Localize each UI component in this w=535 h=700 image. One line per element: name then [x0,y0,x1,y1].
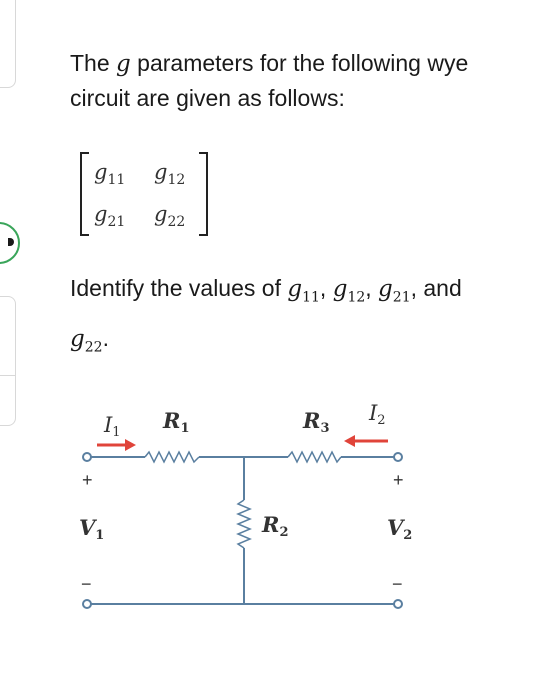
port1-plus-sign: + [82,470,93,490]
term-g11: g11 [287,276,320,306]
port1-minus-sign: − [81,574,92,594]
port1-top-terminal [82,452,92,462]
label-i1: I1 [103,413,121,440]
question-intro-1: The [70,50,117,76]
question-text: The g parameters for the following wye c… [70,46,530,115]
term-g21: g21 [378,276,411,306]
nav-arrow-button[interactable] [0,222,20,264]
port1-bottom-terminal [82,599,92,609]
port2-plus-sign: + [393,470,404,490]
i2-arrow-head [344,435,355,447]
port2-top-terminal [393,452,403,462]
r2-resistor [236,499,252,549]
port2-minus-sign: − [392,574,403,594]
matrix-left-bracket [80,152,89,236]
side-panel-edge [0,296,16,426]
r3-resistor [287,450,342,464]
label-r2: R2 [261,512,289,540]
i1-arrow-head [125,439,136,451]
and-word: and [423,275,462,301]
matrix-g11: g11 [94,160,126,189]
chevron-right-icon [8,238,14,246]
identify-prefix: Identify the values of [70,275,288,301]
term-g12: g12 [332,276,366,306]
side-panel-divider [0,375,15,376]
r1-resistor [144,450,200,464]
question-g-symbol: g [116,51,131,77]
label-v2: V2 [387,515,412,543]
port2-bottom-terminal [393,599,403,609]
identify-text: Identify the values of g11, g12, g21, an… [70,275,462,356]
matrix-g21: g21 [94,202,126,231]
label-r1: R1 [162,408,190,436]
matrix-right-bracket [199,152,208,236]
wye-circuit-diagram: I1 R1 R3 I2 R2 V1 V2 + + − − [79,401,412,609]
term-g22: g22 [70,325,103,356]
question-intro-2: parameters for the following wye circuit… [70,50,469,111]
matrix-g12: g12 [154,160,186,189]
label-r3: R3 [302,408,330,436]
label-i2: I2 [368,401,386,428]
previous-card-edge [0,0,16,88]
g-parameter-matrix: g11 g12 g21 g22 [80,152,208,236]
label-v1: V1 [79,515,104,543]
matrix-g22: g22 [154,202,186,231]
